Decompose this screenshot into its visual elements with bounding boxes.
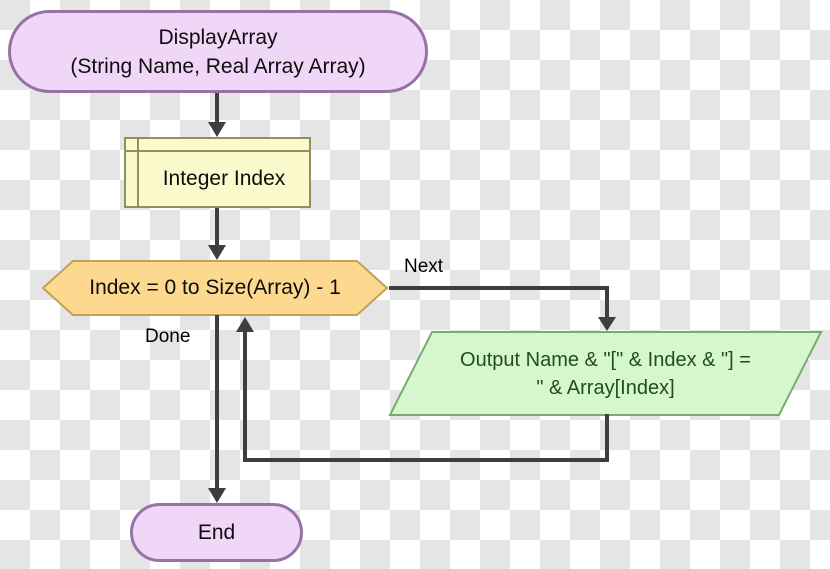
end-terminator-node: End [130, 503, 303, 562]
edge-output-back-to-loop [243, 332, 609, 462]
start-node-params: (String Name, Real Array Array) [70, 54, 366, 78]
loop-node-label: Index = 0 to Size(Array) - 1 [89, 276, 341, 299]
declare-node-label: Integer Index [162, 167, 286, 190]
connector-arrowheads [208, 122, 616, 503]
arrowhead-into-loop [208, 245, 226, 260]
start-terminator-node: DisplayArray (String Name, Real Array Ar… [8, 10, 428, 93]
connector-lines [215, 91, 609, 489]
output-node-line1: Output Name & "[" & Index & "] = [460, 348, 751, 371]
arrowhead-into-end [208, 488, 226, 503]
arrowhead-back-into-loop [236, 317, 254, 332]
loop-hexagon-shape [41, 260, 389, 316]
arrowhead-into-output [598, 317, 616, 331]
start-node-title: DisplayArray [158, 25, 278, 49]
declare-storage-node: Integer Index [124, 137, 311, 208]
output-parallelogram-shape [388, 331, 823, 416]
arrowhead-into-declare [208, 122, 226, 137]
declare-left-divider [137, 139, 139, 206]
end-node-label: End [197, 521, 236, 544]
edge-loop-next-to-output [389, 286, 609, 318]
declare-top-divider [126, 150, 309, 152]
output-node-label: Output Name & "[" & Index & "] = " & Arr… [390, 332, 821, 415]
edge-label-next: Next [404, 256, 444, 277]
output-node-line2: " & Array[Index] [536, 376, 675, 399]
edge-label-done: Done [145, 326, 191, 347]
